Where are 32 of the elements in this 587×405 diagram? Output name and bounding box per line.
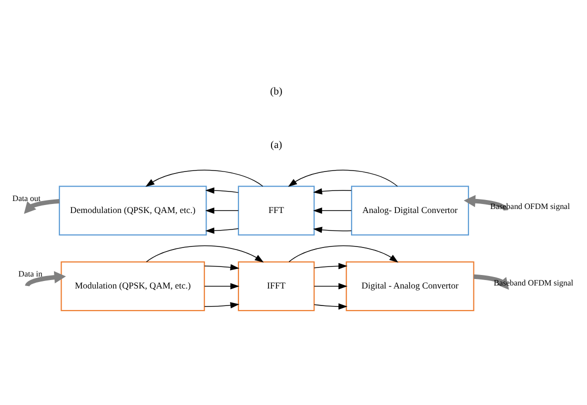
- arrow: [313, 226, 352, 234]
- arrow: [288, 170, 398, 187]
- arrow: [314, 303, 348, 310]
- node-box: Modulation (QPSK, QAM, etc.): [60, 261, 205, 312]
- arrow: [205, 187, 239, 194]
- label: (a): [270, 140, 282, 152]
- arrow: [314, 262, 348, 270]
- edge-label: Baseband OFDM signal: [494, 278, 574, 288]
- label: (b): [270, 86, 282, 98]
- node-box: Analog- Digital Convertor: [351, 186, 470, 236]
- node-box: IFFT: [238, 261, 315, 312]
- node-box: Digital - Analog Convertor: [346, 261, 474, 312]
- arrow: [204, 283, 240, 290]
- arrow: [313, 188, 352, 194]
- arrow: [464, 194, 508, 212]
- arrow: [204, 302, 240, 308]
- arrow: [25, 271, 66, 287]
- arrow: [204, 264, 240, 270]
- arrow: [205, 207, 239, 214]
- node-box: Demodulation (QPSK, QAM, etc.): [58, 186, 207, 236]
- arrow: [474, 274, 510, 290]
- arrow: [146, 246, 264, 263]
- arrow: [205, 228, 239, 234]
- arrow: [24, 198, 60, 214]
- arrow: [288, 246, 398, 263]
- arrow: [145, 170, 264, 187]
- arrow: [313, 207, 352, 214]
- node-box: FFT: [238, 186, 315, 236]
- edge-label: Baseband OFDM signal: [490, 202, 570, 212]
- edge-label: Data out: [12, 194, 41, 203]
- edge-label: Data in: [18, 269, 42, 278]
- arrow: [314, 283, 348, 290]
